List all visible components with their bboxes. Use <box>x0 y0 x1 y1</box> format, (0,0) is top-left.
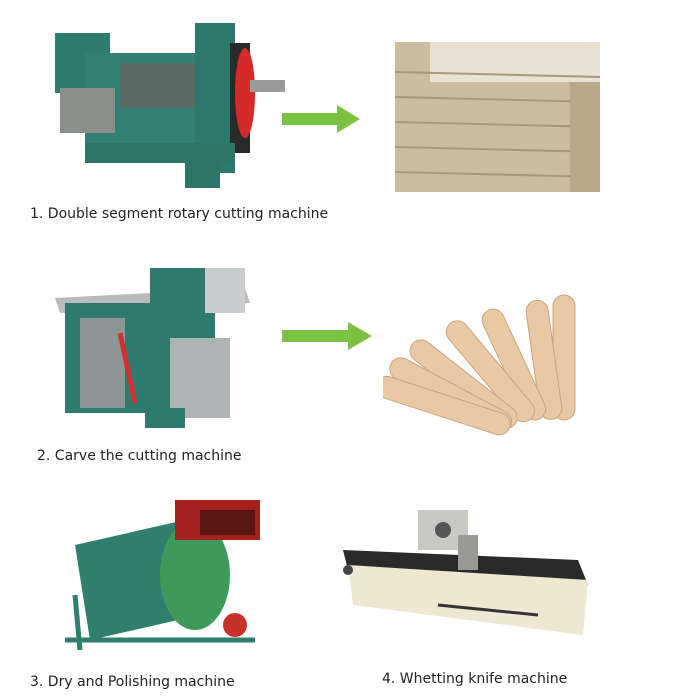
rotary-cutting-machine-photo <box>55 23 285 188</box>
step-4-caption: 4. Whetting knife machine <box>382 671 568 687</box>
step-1-caption: 1. Double segment rotary cutting machine <box>30 206 329 222</box>
arrow-right-icon <box>282 105 360 133</box>
wooden-sticks-photo <box>383 294 576 436</box>
step-2-caption: 2. Carve the cutting machine <box>37 448 242 464</box>
carve-cutting-machine-photo <box>55 268 250 428</box>
step-3-caption: 3. Dry and Polishing machine <box>30 674 235 690</box>
veneer-sheets-photo <box>395 42 600 192</box>
dry-polishing-machine-photo <box>65 500 260 651</box>
arrow-right-icon <box>282 322 372 350</box>
whetting-knife-machine-photo <box>343 510 588 635</box>
